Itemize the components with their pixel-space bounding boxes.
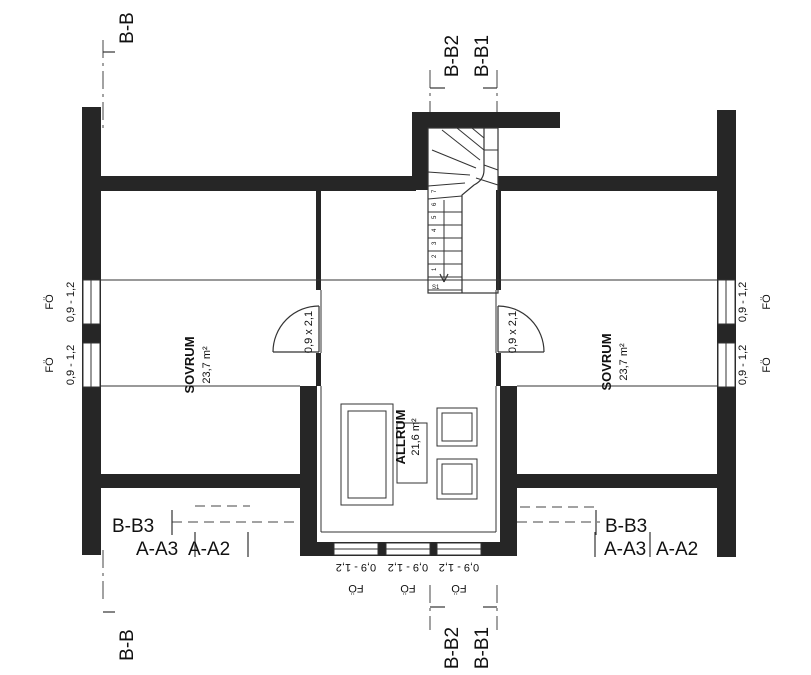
door-labels: 0,9 x 2,1 0,9 x 2,1 — [303, 311, 519, 353]
windows — [82, 279, 736, 556]
stair-step-number: 3 — [432, 241, 438, 245]
window-fo-bottom-1: FÖ — [348, 582, 364, 594]
stair-step-number: 6 — [432, 202, 438, 206]
stair-step-numbers: 1 2 3 4 5 6 7 — [432, 189, 438, 271]
room-area-sovrum-right: 23,7 m² — [618, 343, 630, 381]
room-area-sovrum-left: 23,7 m² — [201, 346, 213, 384]
room-name-sovrum-right: SOVRUM — [599, 333, 614, 390]
stair-step-number: 2 — [432, 254, 438, 258]
section-a-a3-right: A-A3 — [604, 539, 646, 560]
section-a-a3-left: A-A3 — [136, 539, 178, 560]
window-size-left-top: 0,9 - 1,2 — [65, 282, 77, 322]
window-fo-bottom-3: FÖ — [451, 582, 467, 594]
window-size-right-top: 0,9 - 1,2 — [737, 282, 749, 322]
stair-step-number: 7 — [432, 189, 438, 193]
window-fo-bottom-2: FÖ — [400, 582, 416, 594]
window-fo-left-top: FÖ — [44, 294, 56, 310]
section-b-b3-right: B-B3 — [605, 516, 647, 537]
furniture — [340, 403, 478, 506]
stair-step-number: 4 — [432, 228, 438, 232]
stair-first-step: S1 — [432, 285, 440, 291]
section-markers: B-B B-B B-B2 B-B1 B-B2 B-B1 — [102, 12, 698, 669]
room-area-allrum: 21,6 m² — [410, 418, 422, 456]
section-b-b3-left: B-B3 — [112, 516, 154, 537]
walls — [82, 107, 736, 557]
room-name-sovrum-left: SOVRUM — [182, 336, 197, 393]
stair-step-number: 1 — [432, 267, 438, 271]
section-b-b-bottom: B-B — [117, 629, 138, 661]
section-a-a2-right: A-A2 — [656, 539, 698, 560]
section-a-a2-left: A-A2 — [188, 539, 230, 560]
room-name-allrum: ALLRUM — [393, 410, 408, 465]
window-size-left-bottom: 0,9 - 1,2 — [65, 345, 77, 385]
window-labels: FÖ 0,9 - 1,2 FÖ 0,9 - 1,2 0,9 - 1,2 FÖ 0… — [44, 282, 773, 594]
door-size-right: 0,9 x 2,1 — [507, 311, 519, 353]
window-size-bottom-3: 0,9 - 1,2 — [439, 561, 479, 573]
section-b-b1-top: B-B1 — [472, 35, 493, 77]
window-fo-right-bottom: FÖ — [761, 357, 773, 373]
section-b-b2-bottom: B-B2 — [442, 627, 463, 669]
room-outlines — [101, 279, 717, 533]
section-b-b1-bottom: B-B1 — [472, 627, 493, 669]
room-labels: SOVRUM 23,7 m² SOVRUM 23,7 m² ALLRUM 21,… — [182, 333, 630, 464]
window-size-right-bottom: 0,9 - 1,2 — [737, 345, 749, 385]
doors — [272, 305, 545, 353]
window-fo-left-bottom: FÖ — [44, 357, 56, 373]
table — [396, 422, 428, 484]
stair-step-number: 5 — [432, 215, 438, 219]
section-b-b-top: B-B — [117, 12, 138, 44]
door-size-left: 0,9 x 2,1 — [303, 311, 315, 353]
window-size-bottom-1: 0,9 - 1,2 — [336, 561, 376, 573]
window-fo-right-top: FÖ — [761, 294, 773, 310]
staircase: S1 — [427, 127, 499, 294]
window-size-bottom-2: 0,9 - 1,2 — [388, 561, 428, 573]
section-b-b2-top: B-B2 — [442, 35, 463, 77]
